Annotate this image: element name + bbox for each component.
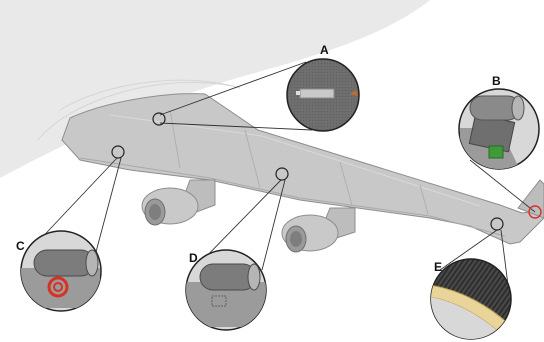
wing-panel-line — [419, 184, 429, 215]
wire-tip — [350, 90, 358, 96]
connector — [296, 91, 300, 95]
leader-lines — [33, 61, 536, 286]
wing — [61, 93, 544, 245]
fuselage-panel-line — [37, 81, 233, 141]
callout-label-c: C — [16, 239, 25, 253]
fuselage — [0, 0, 430, 178]
red-spiral-sensor — [47, 276, 69, 298]
peeled-layer-roll — [33, 249, 95, 277]
callout-label-e: E — [434, 260, 442, 274]
detail-lens-e — [430, 258, 512, 340]
target-circle-b — [528, 205, 542, 219]
inner-engine — [141, 179, 216, 226]
detail-lens-d — [185, 249, 267, 331]
outer-engine — [281, 207, 356, 253]
winglet — [517, 179, 544, 219]
wing-panel-line — [169, 109, 181, 169]
wing-panel-line — [109, 114, 481, 207]
callout-label-b: B — [492, 74, 501, 88]
wing-panel-line — [244, 129, 261, 189]
sensor-strip — [299, 88, 335, 99]
embedded-sensor — [211, 295, 227, 307]
target-circle-d — [275, 167, 289, 181]
callout-label-d: D — [189, 251, 198, 265]
target-circle-c — [111, 145, 125, 159]
target-circle-e — [490, 217, 504, 231]
wing-trailing-flap-line — [79, 157, 506, 237]
detail-lens-c — [20, 230, 102, 312]
wing-panel-line — [339, 161, 353, 206]
green-sensor-chip — [488, 145, 504, 159]
fuselage-panel-line — [59, 79, 241, 111]
target-circle-a — [152, 112, 166, 126]
detail-lens-b — [458, 88, 540, 170]
callout-label-a: A — [320, 43, 329, 57]
detail-lens-a — [286, 58, 360, 132]
